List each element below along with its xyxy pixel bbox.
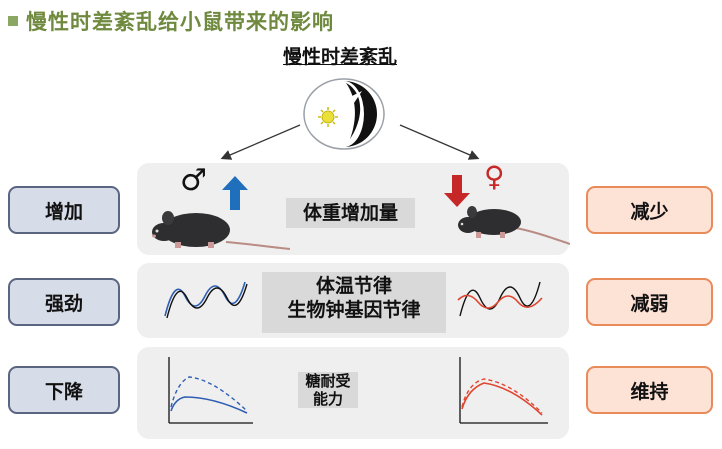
label-glucose-line1: 糖耐受 xyxy=(305,372,351,390)
label-rhythm-line1: 体温节律 xyxy=(315,275,392,297)
page-title: 慢性时差紊乱给小鼠带来的影响 xyxy=(26,10,334,34)
left-box-row2: 强劲 xyxy=(8,278,120,326)
male-symbol: ♂ xyxy=(180,163,207,198)
arrow-to-female xyxy=(399,124,480,160)
title-row: 慢性时差紊乱给小鼠带来的影响 xyxy=(8,6,334,36)
left-box-row3: 下降 xyxy=(8,366,120,414)
rhythm-curves-left xyxy=(164,281,248,319)
title-bullet xyxy=(8,16,18,26)
glucose-curve-left xyxy=(168,357,253,424)
header-label: 慢性时差紊乱 xyxy=(283,46,398,68)
left-box-row1: 增加 xyxy=(8,186,120,234)
right-box-row2: 减弱 xyxy=(586,278,713,326)
right-box-row3: 维持 xyxy=(586,366,713,414)
label-glucose: 糖耐受 能力 xyxy=(298,372,358,408)
arrow-to-male xyxy=(220,124,301,160)
rhythm-curves-right xyxy=(457,281,543,317)
down-arrow-icon xyxy=(444,175,470,207)
right-box-row1: 减少 xyxy=(586,186,713,234)
female-symbol: ♀ xyxy=(484,160,505,193)
up-arrow-icon xyxy=(222,176,248,210)
male-mouse-icon xyxy=(152,211,290,250)
label-rhythm-line2: 生物钟基因节律 xyxy=(287,298,421,321)
female-mouse-icon xyxy=(458,206,570,245)
glucose-curve-right xyxy=(459,357,548,424)
label-glucose-line2: 能力 xyxy=(312,390,343,408)
label-rhythm: 体温节律 生物钟基因节律 xyxy=(262,272,446,333)
clock-sun-moon-icon xyxy=(303,78,385,150)
label-body-weight: 体重增加量 xyxy=(286,198,415,228)
